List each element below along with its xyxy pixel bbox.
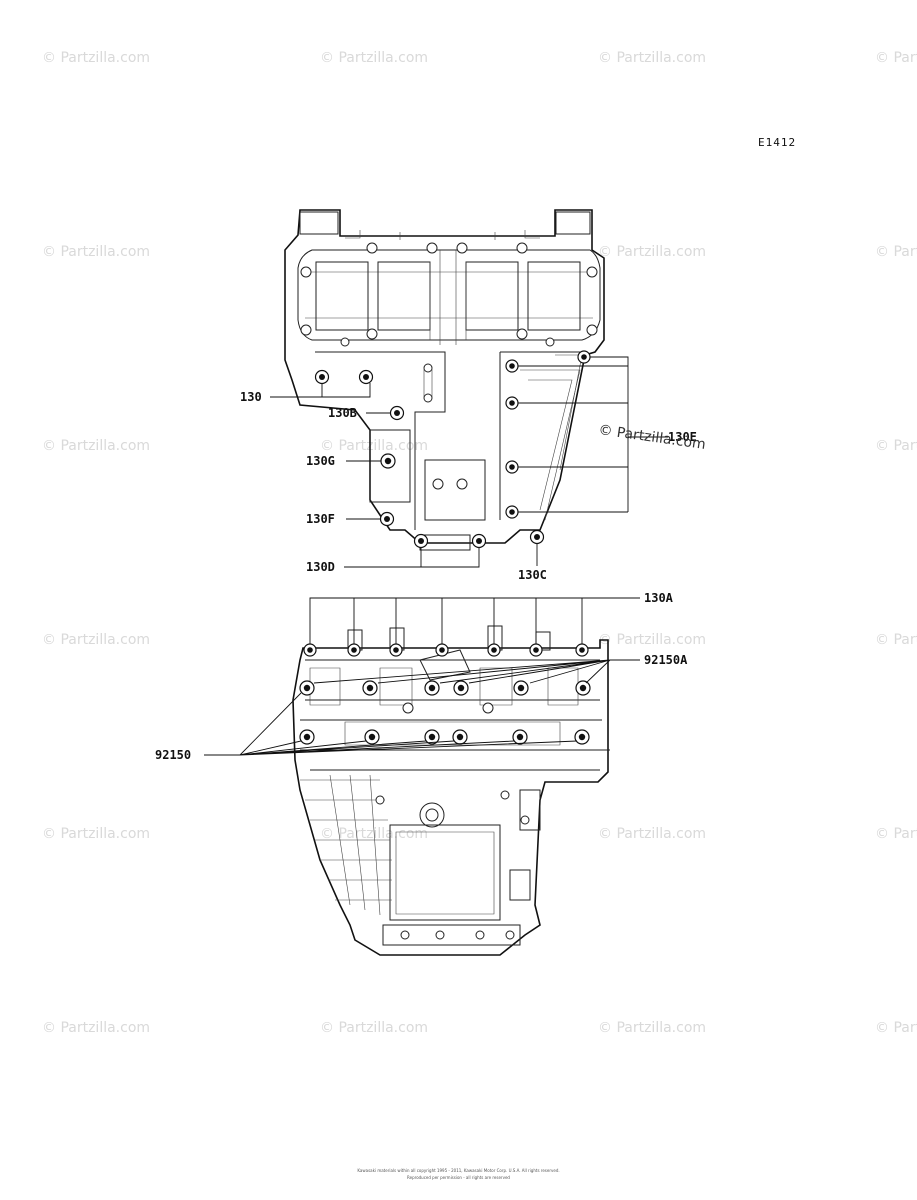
bolt-92150 [424, 729, 440, 745]
bolt-130 [314, 369, 330, 385]
bolt-130a [575, 643, 589, 657]
watermark-layer: © Partzilla.com © Partzilla.com © Partzi… [42, 50, 917, 1036]
bolt-130e [505, 505, 519, 519]
callout-92150: 92150 [155, 748, 191, 762]
callout-130a: 130A [644, 591, 674, 605]
watermark: © Partzilla.com [42, 244, 150, 260]
diagram-code: E1412 [758, 136, 797, 149]
watermark: © Partzilla.com [42, 632, 150, 648]
bolt-92150a [362, 680, 378, 696]
bolt-92150 [299, 729, 315, 745]
bolt-130a [487, 643, 501, 657]
bolt-130 [358, 369, 374, 385]
callout-130b: 130B [328, 406, 357, 420]
watermark: © Partzilla.com [875, 50, 917, 66]
copyright-line: Reproduced per permission - all rights a… [407, 1175, 510, 1180]
bolt-130a [347, 643, 361, 657]
lower-case-bolts [299, 643, 591, 745]
bolt-130c [529, 529, 545, 545]
bolt-92150 [512, 729, 528, 745]
watermark: © Partzilla.com [320, 438, 428, 454]
callout-130f: 130F [306, 512, 335, 526]
inline-watermark: © Partzilla.com [597, 422, 706, 453]
bolt-130g [380, 453, 396, 469]
callout-130d: 130D [306, 560, 335, 574]
upper-leader-lines [270, 356, 668, 568]
watermark: © Partzilla.com [598, 50, 706, 66]
bolt-92150 [364, 729, 380, 745]
upper-crankcase-drawing [284, 209, 605, 551]
watermark: © Partzilla.com [42, 1020, 150, 1036]
bolt-130a [529, 643, 543, 657]
bolt-130a [389, 643, 403, 657]
watermark: © Partzilla.com [598, 1020, 706, 1036]
callout-labels: 130 130B 130G 130F 130D 130C 130E 130A 9… [155, 390, 697, 762]
callout-130c: 130C [518, 568, 547, 582]
watermark: © Partzilla.com [875, 438, 917, 454]
bolt-92150a [575, 680, 591, 696]
bolt-92150a [299, 680, 315, 696]
bolt-92150a [424, 680, 440, 696]
bolt-130e [505, 359, 519, 373]
callout-92150a: 92150A [644, 653, 688, 667]
bolt-130e [505, 396, 519, 410]
callout-130g: 130G [306, 454, 335, 468]
bolt-92150 [574, 729, 590, 745]
callout-130e: 130E [668, 430, 697, 444]
bolt-130d [413, 533, 429, 549]
watermark: © Partzilla.com [42, 438, 150, 454]
bolt-130d [471, 533, 487, 549]
watermark: © Partzilla.com [598, 244, 706, 260]
upper-case-bolts [314, 350, 591, 549]
bolt-130a [435, 643, 449, 657]
bolt-130b [389, 405, 405, 421]
bolt-92150a [453, 680, 469, 696]
bolt-130a [303, 643, 317, 657]
bolt-130f [379, 511, 395, 527]
bolt-130e [505, 460, 519, 474]
watermark: © Partzilla.com [875, 1020, 917, 1036]
lower-leader-lines [204, 597, 640, 756]
watermark: © Partzilla.com [320, 50, 428, 66]
bolt-92150a [513, 680, 529, 696]
watermark: © Partzilla.com [320, 1020, 428, 1036]
watermark: © Partzilla.com [598, 632, 706, 648]
watermark: © Partzilla.com [875, 244, 917, 260]
watermark: © Partzilla.com [875, 826, 917, 842]
bolt-130e [577, 350, 591, 364]
callout-130: 130 [240, 390, 262, 404]
watermark: © Partzilla.com [42, 50, 150, 66]
watermark: © Partzilla.com [598, 826, 706, 842]
watermark: © Partzilla.com [42, 826, 150, 842]
copyright-line: Kawasaki materials within all copyright … [357, 1168, 560, 1173]
bolt-92150 [452, 729, 468, 745]
watermark: © Partzilla.com [875, 632, 917, 648]
